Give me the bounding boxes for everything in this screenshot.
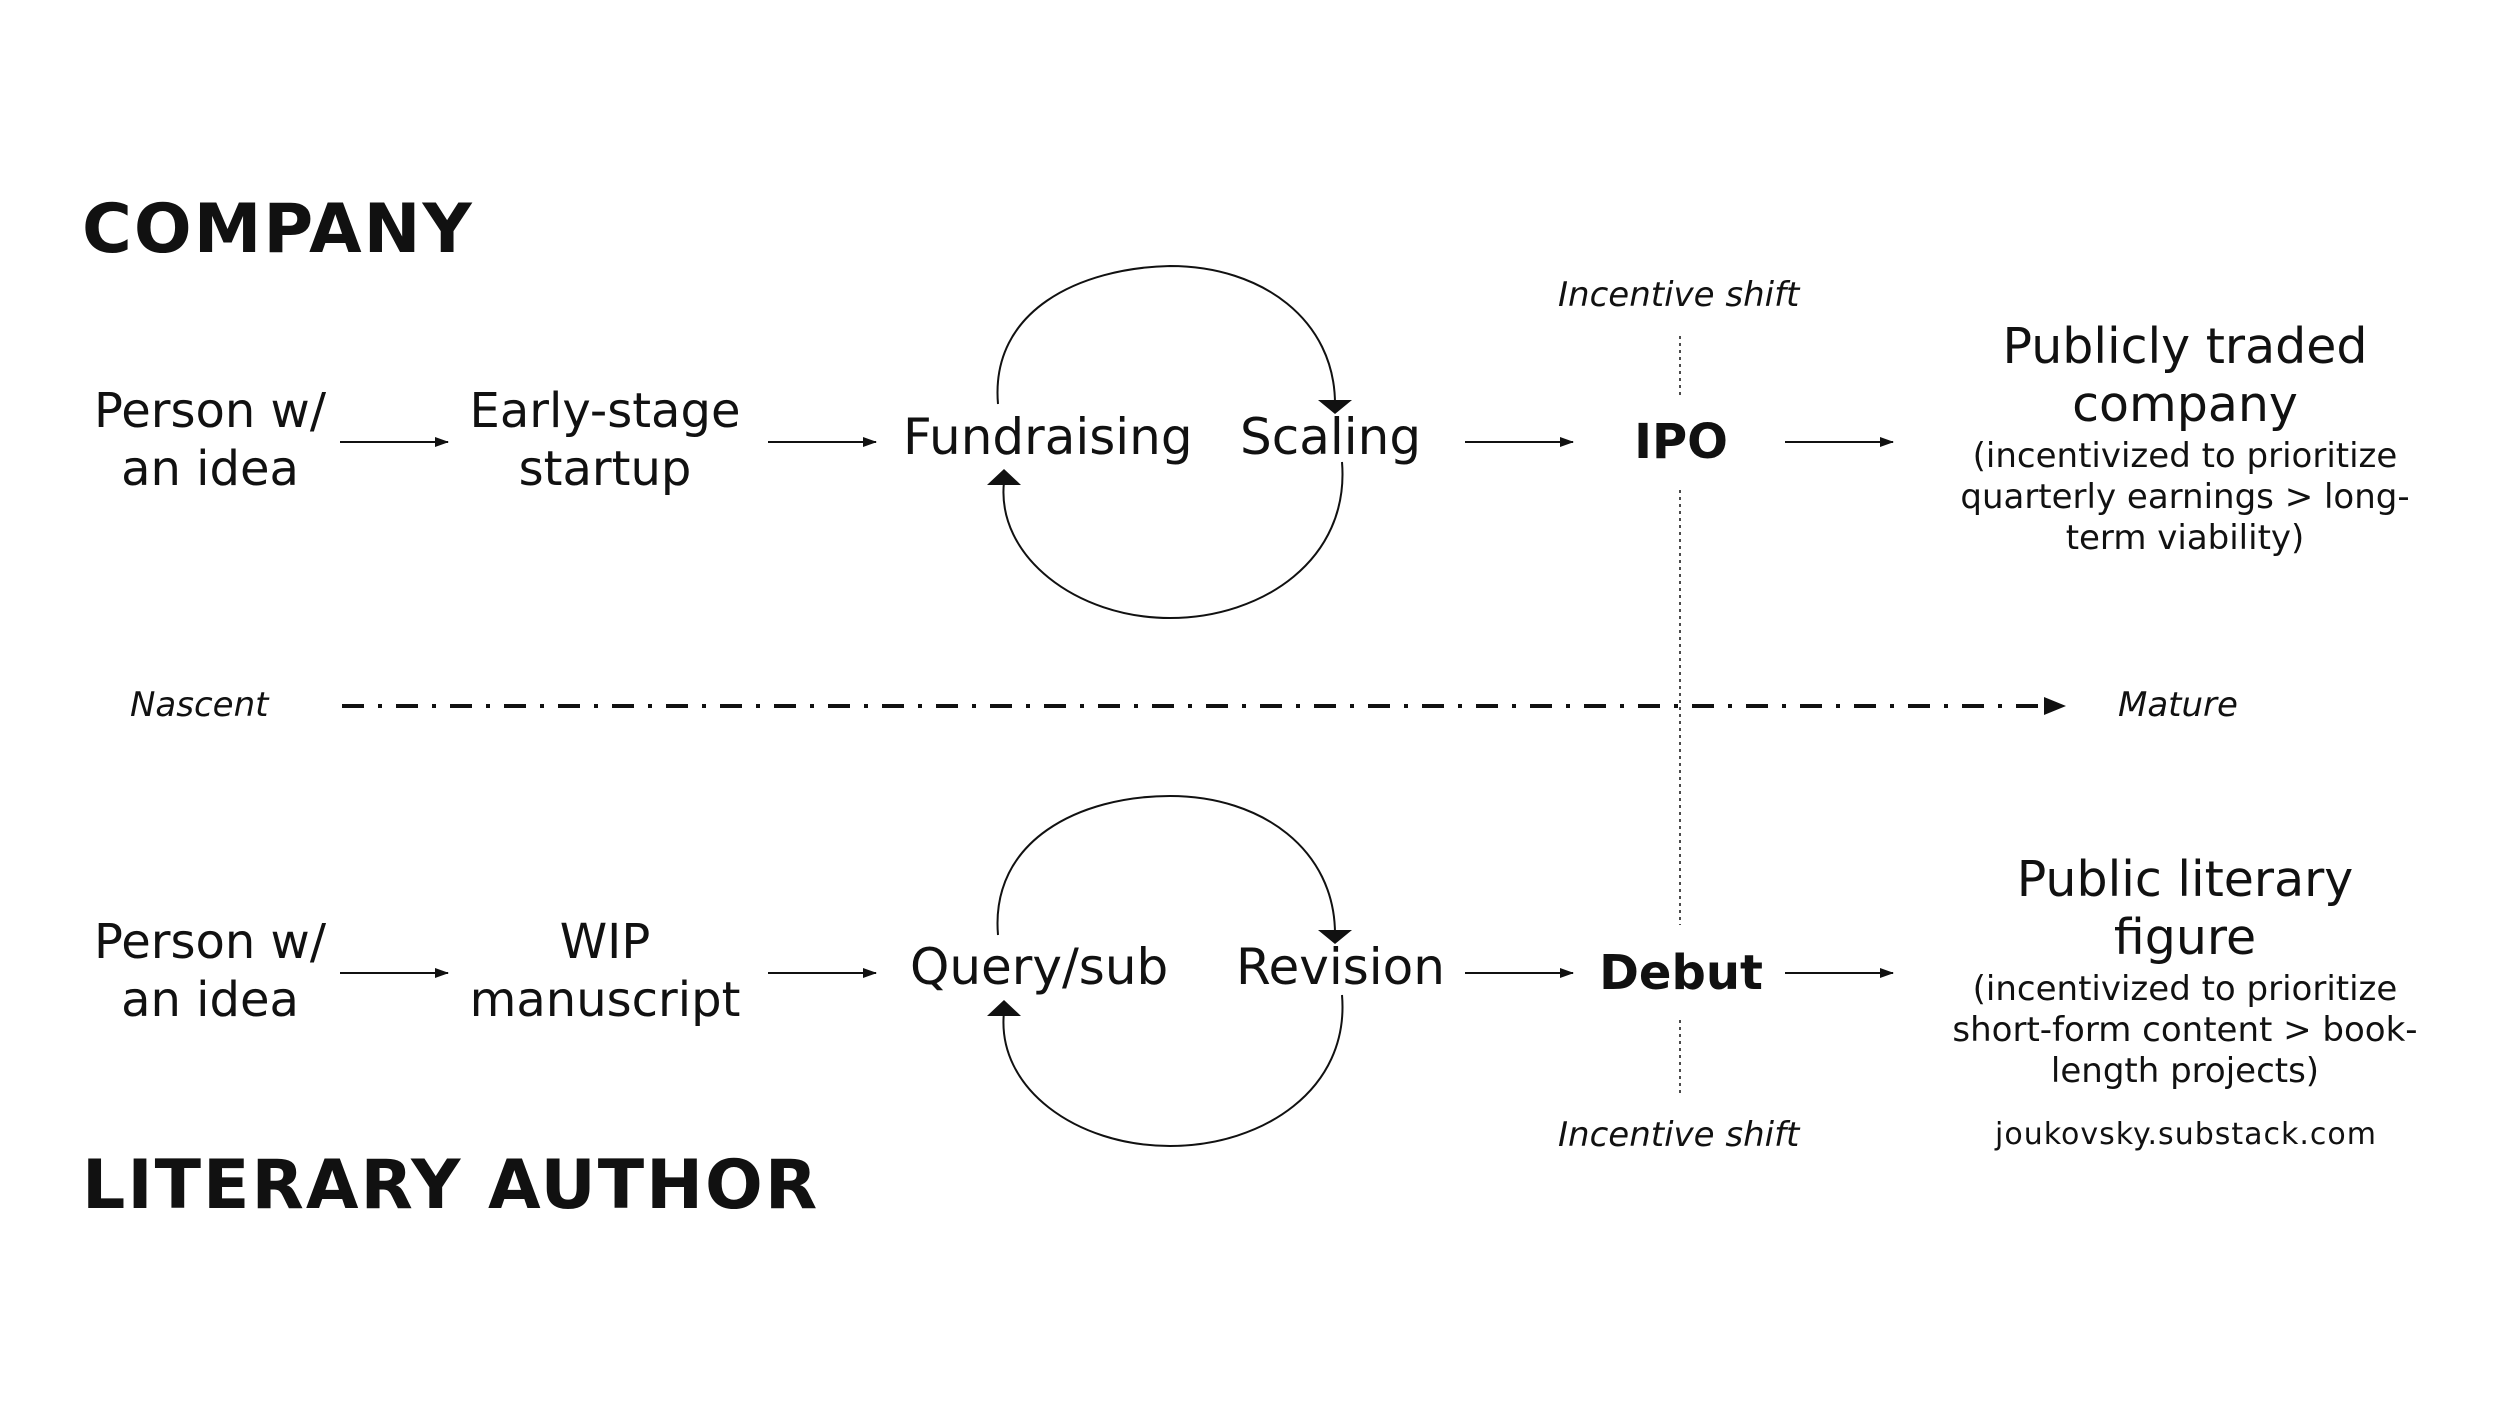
company-end-title-line-2: company bbox=[2072, 376, 2298, 433]
company-start-line-1: Person w/ bbox=[94, 383, 326, 439]
company-start-node: Person w/ an idea bbox=[60, 382, 360, 498]
author-end-note-line-2: short-form content > book- bbox=[1952, 1010, 2418, 1050]
author-stage2-line-1: WIP bbox=[559, 914, 651, 970]
maturity-axis-arrowhead bbox=[2044, 697, 2066, 715]
author-end-note-line-1: (incentivized to prioritize bbox=[1972, 969, 2398, 1009]
author-incentive-shift-label: Incentive shift bbox=[1558, 1115, 1800, 1155]
author-cycle-right-label: Revision bbox=[1236, 938, 1445, 996]
company-milestone: IPO bbox=[1634, 414, 1728, 470]
author-start-node: Person w/ an idea bbox=[60, 913, 360, 1029]
author-end-title-line-2: figure bbox=[2113, 909, 2257, 966]
author-stage2-line-2: manuscript bbox=[469, 972, 741, 1028]
company-stage2-line-1: Early-stage bbox=[469, 383, 741, 439]
company-cycle-top-arrowhead bbox=[1318, 400, 1352, 414]
company-cycle-bottom-arrowhead bbox=[987, 469, 1021, 485]
company-start-line-2: an idea bbox=[121, 441, 299, 497]
company-end-title: Publicly traded company bbox=[1915, 318, 2455, 434]
author-end-title-line-1: Public literary bbox=[2016, 851, 2354, 908]
company-heading: COMPANY bbox=[82, 190, 474, 269]
company-incentive-shift-label: Incentive shift bbox=[1558, 275, 1800, 315]
company-stage2-line-2: startup bbox=[518, 441, 692, 497]
author-milestone: Debut bbox=[1599, 945, 1763, 1001]
author-end-note-line-3: length projects) bbox=[2050, 1051, 2320, 1091]
company-end-note: (incentivized to prioritize quarterly ea… bbox=[1915, 436, 2455, 559]
credit-url: joukovsky.substack.com bbox=[1995, 1117, 2377, 1152]
author-cycle-top-arrowhead bbox=[1318, 930, 1352, 944]
author-cycle-left-label: Query/sub bbox=[910, 938, 1169, 996]
company-end-note-line-2: quarterly earnings > long- bbox=[1960, 477, 2410, 517]
author-start-line-1: Person w/ bbox=[94, 914, 326, 970]
company-end-note-line-1: (incentivized to prioritize bbox=[1972, 436, 2398, 476]
author-cycle-top-arc bbox=[996, 794, 1336, 936]
author-heading: LITERARY AUTHOR bbox=[82, 1146, 820, 1225]
axis-left-label: Nascent bbox=[130, 685, 269, 725]
company-stage2-node: Early-stage startup bbox=[450, 382, 760, 498]
author-end-title: Public literary figure bbox=[1915, 851, 2455, 967]
company-cycle-right-label: Scaling bbox=[1240, 408, 1422, 466]
company-cycle-top-arc bbox=[996, 264, 1336, 405]
author-cycle-bottom-arc bbox=[1002, 994, 1344, 1148]
author-cycle-bottom-arrowhead bbox=[987, 1000, 1021, 1016]
axis-right-label: Mature bbox=[2118, 685, 2238, 725]
company-end-note-line-3: term viability) bbox=[2065, 518, 2305, 558]
company-end-title-line-1: Publicly traded bbox=[2002, 318, 2368, 375]
author-stage2-node: WIP manuscript bbox=[450, 913, 760, 1029]
author-start-line-2: an idea bbox=[121, 972, 299, 1028]
company-cycle-bottom-arc bbox=[1002, 461, 1344, 620]
company-cycle-left-label: Fundraising bbox=[903, 408, 1193, 466]
author-end-note: (incentivized to prioritize short-form c… bbox=[1915, 969, 2455, 1092]
